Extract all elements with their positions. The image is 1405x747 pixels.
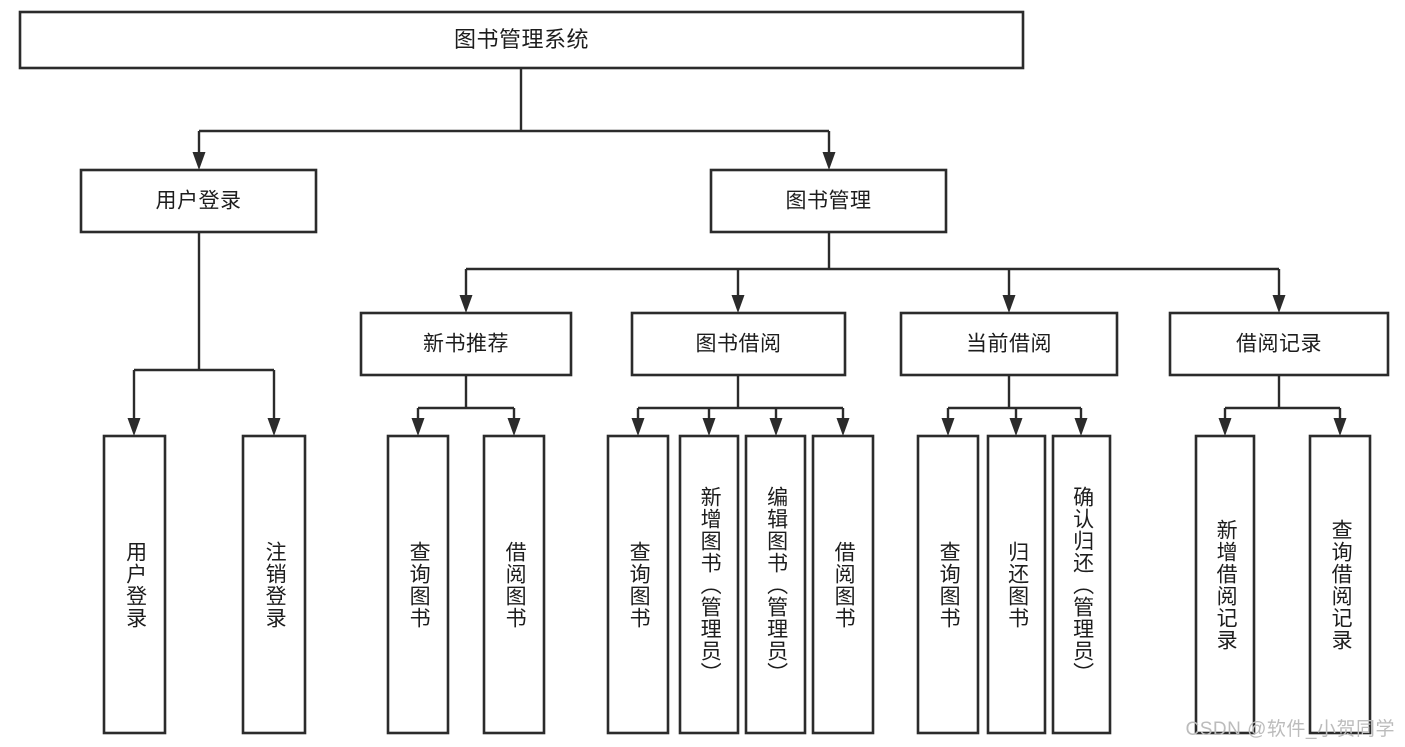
arrow-head-icon [731, 295, 745, 313]
arrow-head-icon [267, 418, 281, 436]
connector-userlogin-to-leaves [127, 232, 281, 436]
level2-label: 图书借阅 [696, 333, 782, 356]
leaf-box[interactable] [986, 434, 1047, 735]
leaf-node[interactable] [811, 434, 875, 735]
root-node[interactable]: 图书管理系统 [18, 10, 1025, 70]
arrow-head-icon [1009, 418, 1023, 436]
leaf-node[interactable] [241, 434, 307, 735]
connector-record-to-leaves [1218, 375, 1347, 436]
root-label: 图书管理系统 [454, 27, 589, 52]
watermark: CSDN @软件_小贺同学 [1185, 719, 1395, 740]
leaf-node[interactable] [1194, 434, 1256, 735]
level2-box[interactable] [1168, 311, 1390, 377]
arrow-head-icon [1218, 418, 1232, 436]
leaf-box[interactable] [1308, 434, 1372, 735]
connector-current-to-leaves [941, 375, 1088, 436]
arrow-head-icon [702, 418, 716, 436]
leaf-box[interactable] [1051, 434, 1112, 735]
level2-node[interactable]: 新书推荐 [359, 311, 573, 377]
leaf-box[interactable] [916, 434, 980, 735]
leaf-box[interactable] [386, 434, 450, 735]
leaf-box[interactable] [1194, 434, 1256, 735]
arrow-head-icon [192, 152, 206, 170]
connector-newbook-to-leaves [411, 375, 521, 436]
leaf-node[interactable] [482, 434, 546, 735]
leaf-node[interactable] [1308, 434, 1372, 735]
arrow-head-icon [836, 418, 850, 436]
leaf-box[interactable] [678, 434, 740, 735]
level2-node[interactable]: 借阅记录 [1168, 311, 1390, 377]
leaf-node[interactable] [386, 434, 450, 735]
arrow-head-icon [631, 418, 645, 436]
leaf-node[interactable] [606, 434, 670, 735]
root-box[interactable] [18, 10, 1025, 70]
level1-node[interactable]: 用户登录 [79, 168, 318, 234]
level2-box[interactable] [899, 311, 1119, 377]
leaf-box[interactable] [606, 434, 670, 735]
arrow-head-icon [1333, 418, 1347, 436]
level2-box[interactable] [630, 311, 847, 377]
leaf-node[interactable] [1051, 434, 1112, 735]
leaf-box[interactable] [811, 434, 875, 735]
level2-label: 当前借阅 [966, 333, 1052, 356]
leaf-box[interactable] [482, 434, 546, 735]
arrow-head-icon [769, 418, 783, 436]
leaf-node[interactable] [986, 434, 1047, 735]
level2-node[interactable]: 当前借阅 [899, 311, 1119, 377]
level1-label: 图书管理 [786, 190, 872, 213]
connector-bookmgmt-to-level2 [459, 232, 1286, 313]
arrow-head-icon [1272, 295, 1286, 313]
level1-label: 用户登录 [156, 190, 242, 213]
arrow-head-icon [127, 418, 141, 436]
arrow-head-icon [1074, 418, 1088, 436]
connector-root-to-level1 [192, 68, 836, 170]
leaf-node[interactable] [744, 434, 807, 735]
level2-label: 新书推荐 [423, 333, 509, 356]
level1-box[interactable] [709, 168, 948, 234]
arrow-head-icon [411, 418, 425, 436]
level2-label: 借阅记录 [1236, 333, 1322, 356]
arrow-head-icon [1002, 295, 1016, 313]
leaf-node[interactable] [678, 434, 740, 735]
arrow-head-icon [459, 295, 473, 313]
leaf-box[interactable] [241, 434, 307, 735]
leaf-node[interactable] [102, 434, 167, 735]
leaf-box[interactable] [102, 434, 167, 735]
connector-borrow-to-leaves [631, 375, 850, 436]
arrow-head-icon [822, 152, 836, 170]
level1-box[interactable] [79, 168, 318, 234]
leaf-node[interactable] [916, 434, 980, 735]
level2-box[interactable] [359, 311, 573, 377]
arrow-head-icon [507, 418, 521, 436]
arrow-head-icon [941, 418, 955, 436]
level1-node[interactable]: 图书管理 [709, 168, 948, 234]
leaf-box[interactable] [744, 434, 807, 735]
level2-node[interactable]: 图书借阅 [630, 311, 847, 377]
